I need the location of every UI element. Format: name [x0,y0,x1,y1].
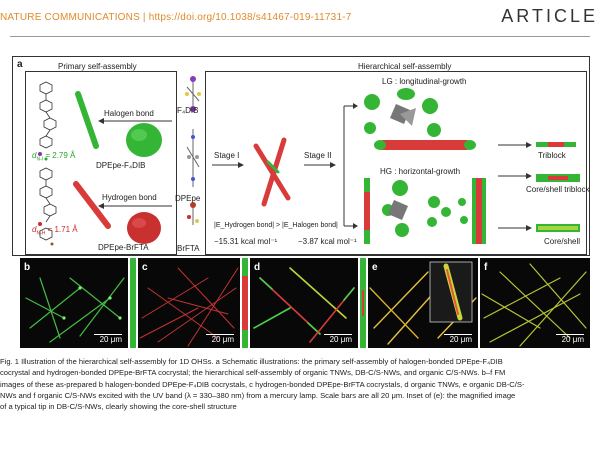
energy-relation-label: |E_Hydrogen bond| > |E_Halogen bond| [214,222,338,229]
micrograph-f-scalebar [556,334,584,335]
energy-halogen-value: −3.87 kcal mol⁻¹ [298,237,357,246]
cocrystal-hydrogen-label: DPEpe-BrFTA [98,243,149,252]
micrograph-d: d 20 μm [250,258,358,348]
caption-line-1: Fig. 1 Illustration of the hierarchical … [0,357,503,366]
micrograph-e-fibers [369,261,477,345]
micrograph-f: f 20 μm [480,258,590,348]
red-rod-cocrystal [73,181,111,229]
caption-line-4: NWs and f organic C/S-NWs excited with t… [0,390,516,400]
hydrogen-bond-arrow [98,203,172,209]
micrograph-f-label: f [484,262,488,273]
micrograph-f-fibers [481,263,587,347]
core-shell-rod-divider-core [362,290,364,316]
journal-header: NATURE COMMUNICATIONS | https://doi.org/… [0,12,352,23]
triblock-rod [536,142,576,147]
micrograph-c-label: c [142,262,148,273]
micrograph-c-scale: 20 μm [211,335,234,344]
hierarchical-title: Hierarchical self-assembly [356,62,454,71]
page-header: NATURE COMMUNICATIONS | https://doi.org/… [0,0,600,30]
core-shell-triblock-label: Core/shell triblock [526,185,590,194]
micrograph-d-fibers [253,267,355,343]
micrograph-b-label: b [24,262,31,273]
micrograph-b-scale: 20 μm [99,335,122,344]
micrograph-d-scalebar [324,334,352,335]
red-rod-divider-tip-bottom [242,330,248,348]
micrograph-e-scalebar [444,334,472,335]
halogen-bond-arrow [98,118,172,124]
lg-label: LG : longitudinal-growth [382,77,467,86]
energy-hydrogen-value: −15.31 kcal mol⁻¹ [214,237,278,246]
primary-self-assembly-box: Primary self-assembly [25,63,177,255]
green-rod-divider [130,258,136,348]
micrograph-d-scale: 20 μm [329,335,352,344]
micrograph-e: e 20 μm [368,258,478,348]
stage2-arrow [304,162,336,168]
triblock-label: Triblock [538,151,566,160]
micrograph-e-label: e [372,262,378,273]
micrograph-d-label: d [254,262,261,273]
molecules-column-drawing [185,76,201,225]
molecule-dpepe-label: DPEpe [175,194,201,203]
halogen-distance-label: dN-I = 2.79 Å [32,151,76,163]
hg-label: HG : horizontal-growth [380,167,461,176]
core-shell-triblock-rod [536,174,580,182]
hg-arrows [498,173,532,231]
branch-bracket [343,103,358,229]
molecule-f4dib-label: F₄DIB [177,106,199,115]
micrograph-c: c 20 μm [138,258,240,348]
core-shell-label: Core/shell [544,237,581,246]
caption-line-3: images of these as-prepared b halogen-bo… [0,379,525,389]
green-disk-cocrystal [126,123,162,157]
lg-assembly-drawing [364,88,476,150]
micrograph-c-scalebar [206,334,234,335]
panel-a-label: a [17,59,23,70]
micrograph-c-fibers [139,267,239,347]
cocrystal-halogen-label: DPEpe-F₄DIB [96,161,146,170]
halogen-bond-label: Halogen bond [104,109,154,118]
hierarchical-self-assembly-box: Hierarchical self-assembly Stage I Stage… [205,63,590,255]
molecule-brfta-label: BrFTA [177,244,200,253]
red-disk-cocrystal [127,212,161,244]
core-shell-rod [536,224,580,232]
hydrogen-bond-label: Hydrogen bond [102,193,157,202]
lg-arrow [498,142,532,148]
red-rod-divider [242,258,248,348]
crossed-rods-drawing [253,137,291,207]
molecule-structure-drawings [38,81,57,246]
green-rod-cocrystal [75,91,99,149]
figure-caption: Fig. 1 Illustration of the hierarchical … [0,356,600,412]
stage1-arrow [212,162,244,168]
red-rod-divider-tip-top [242,258,248,276]
caption-line-2: cocrystal and hydrogen-bonded DPEpe-BrFT… [0,368,506,378]
micrograph-f-scale: 20 μm [561,335,584,344]
header-rule [10,36,590,37]
stage1-label: Stage I [214,151,240,160]
caption-line-5: of a typical tip in DB-C/S-NWs, clearly … [0,402,237,412]
hg-assembly-drawing [364,178,486,244]
micrograph-e-scale: 20 μm [449,335,472,344]
stage2-label: Stage II [304,151,332,160]
figure-panel-a: a Primary self-assembly [12,56,590,256]
micrograph-b: b 20 μm [20,258,128,348]
micrograph-b-scalebar [94,334,122,335]
primary-title: Primary self-assembly [56,62,139,71]
hydrogen-distance-label: dN-H = 1.71 Å [32,225,78,237]
section-label: ARTICLE [501,6,598,26]
micrograph-b-fibers [25,277,125,343]
